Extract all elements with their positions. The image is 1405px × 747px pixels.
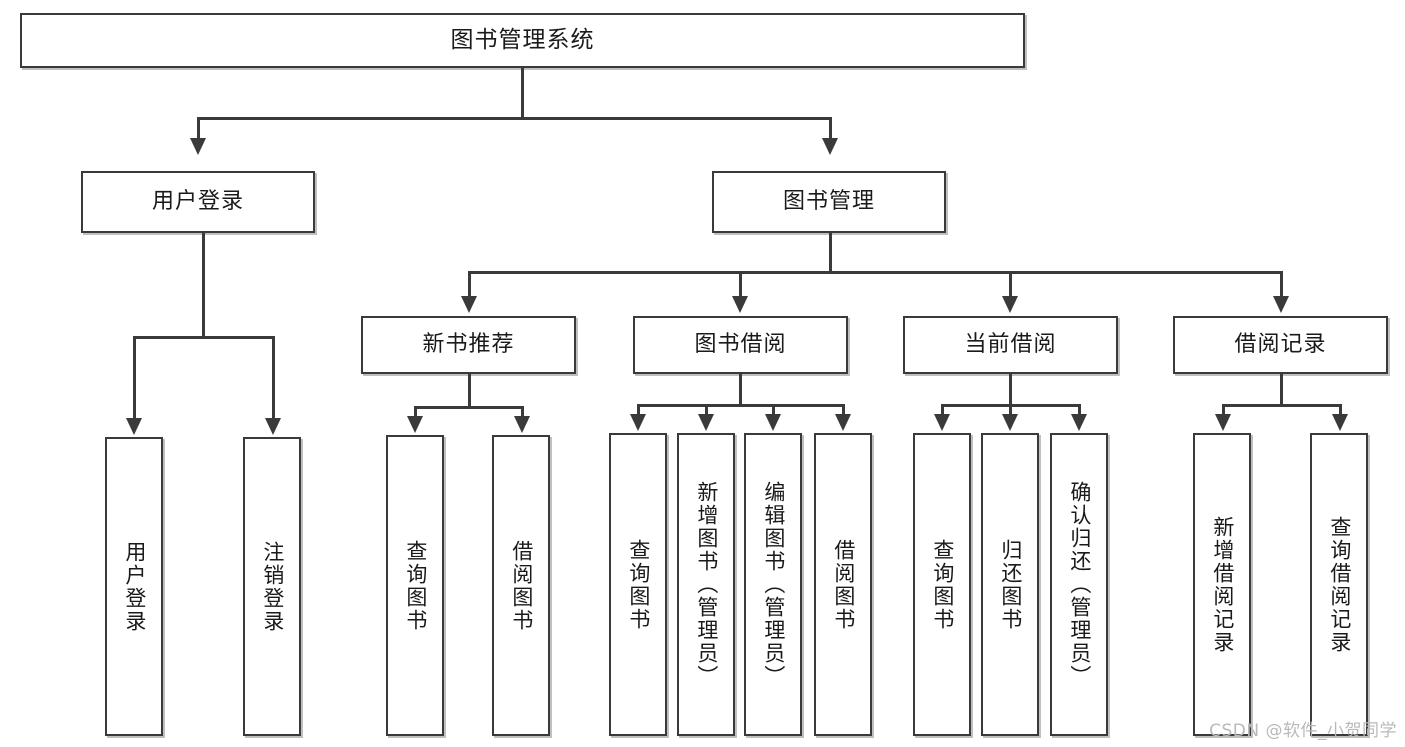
node-root-system[interactable]: 图书管理系统 — [20, 13, 1025, 68]
edge-root-stem — [521, 68, 524, 119]
arrowhead-br-2 — [1332, 414, 1348, 431]
node-label: 图书管理 — [782, 189, 875, 215]
edge-drop-nb-2 — [521, 406, 524, 418]
node-label: 查询图书 — [403, 539, 428, 632]
node-label: 借阅图书 — [831, 538, 856, 631]
leaf-cb-query-book[interactable]: 查询图书 — [913, 433, 971, 736]
leaf-bb-query-book[interactable]: 查询图书 — [609, 433, 667, 736]
node-label: 新增借阅记录 — [1210, 515, 1235, 654]
leaf-nb-borrow-book[interactable]: 借阅图书 — [492, 435, 550, 736]
node-label: 查询图书 — [626, 538, 651, 631]
edge-new-book-bus — [414, 406, 524, 409]
arrowhead-user-login — [190, 138, 206, 155]
edge-drop-current-borrow — [1009, 271, 1012, 298]
edge-drop-br-1 — [1222, 404, 1225, 416]
leaf-cb-confirm-return-admin[interactable]: 确认归还（管理员） — [1050, 433, 1108, 736]
edge-borrow-record-stem — [1280, 374, 1283, 406]
leaf-bb-borrow-book[interactable]: 借阅图书 — [814, 433, 872, 736]
edge-drop-cb-2 — [1009, 404, 1012, 416]
edge-book-borrow-bus — [637, 404, 842, 407]
edge-drop-borrow-record — [1280, 271, 1283, 298]
node-label: 用户登录 — [151, 189, 244, 215]
node-label: 确认归还（管理员） — [1067, 481, 1092, 688]
node-label: 编辑图书（管理员） — [761, 481, 786, 688]
edge-drop-bb-3 — [772, 404, 775, 416]
arrowhead-bb-3 — [765, 414, 781, 431]
node-borrow-record[interactable]: 借阅记录 — [1173, 316, 1388, 374]
arrowhead-book-borrow — [732, 296, 748, 313]
edge-drop-nb-1 — [414, 406, 417, 418]
arrowhead-current-borrow — [1002, 296, 1018, 313]
node-label: 新书推荐 — [422, 332, 515, 358]
arrowhead-new-book — [461, 296, 477, 313]
arrowhead-nb-2 — [514, 416, 530, 433]
edge-drop-bb-2 — [705, 404, 708, 416]
edge-borrow-record-bus — [1222, 404, 1339, 407]
node-label: 图书借阅 — [694, 332, 787, 358]
edge-user-login-bus — [133, 336, 274, 339]
edge-drop-book-manage — [829, 117, 832, 140]
edge-book-manage-stem — [829, 233, 832, 272]
arrowhead-bb-2 — [698, 414, 714, 431]
node-book-management[interactable]: 图书管理 — [712, 171, 946, 233]
arrowhead-cb-1 — [934, 414, 950, 431]
edge-level2-bus — [197, 117, 831, 120]
leaf-bb-add-book-admin[interactable]: 新增图书（管理员） — [677, 433, 735, 736]
node-label: 查询借阅记录 — [1327, 515, 1352, 654]
edge-current-borrow-stem — [1009, 374, 1012, 406]
arrowhead-book-manage — [822, 138, 838, 155]
node-current-borrow[interactable]: 当前借阅 — [903, 316, 1118, 374]
arrowhead-bb-4 — [835, 414, 851, 431]
leaf-nb-query-book[interactable]: 查询图书 — [386, 435, 444, 736]
edge-drop-new-book — [468, 271, 471, 298]
node-user-login[interactable]: 用户登录 — [81, 171, 315, 233]
edge-book-borrow-stem — [739, 374, 742, 406]
edge-drop-leaf-user-login — [133, 336, 136, 420]
node-new-book-recommend[interactable]: 新书推荐 — [361, 316, 576, 374]
edge-drop-cb-1 — [941, 404, 944, 416]
node-label: 当前借阅 — [964, 332, 1057, 358]
arrowhead-cb-2 — [1002, 414, 1018, 431]
leaf-br-query-record[interactable]: 查询借阅记录 — [1310, 433, 1368, 736]
node-label: 新增图书（管理员） — [694, 481, 719, 688]
edge-drop-bb-1 — [637, 404, 640, 416]
edge-drop-book-borrow — [739, 271, 742, 298]
node-label: 借阅记录 — [1234, 332, 1327, 358]
leaf-cb-return-book[interactable]: 归还图书 — [981, 433, 1039, 736]
leaf-logout[interactable]: 注销登录 — [243, 437, 301, 736]
edge-level3-bus — [468, 271, 1282, 274]
node-label: 归还图书 — [998, 538, 1023, 631]
node-label: 图书管理系统 — [450, 27, 595, 54]
csdn-watermark: CSDN @软件_小贺同学 — [1209, 721, 1397, 741]
leaf-bb-edit-book-admin[interactable]: 编辑图书（管理员） — [744, 433, 802, 736]
node-label: 借阅图书 — [509, 539, 534, 632]
leaf-user-login[interactable]: 用户登录 — [105, 437, 163, 736]
edge-drop-br-2 — [1339, 404, 1342, 416]
edge-drop-user-login — [197, 117, 200, 140]
edge-drop-cb-3 — [1078, 404, 1081, 416]
arrowhead-leaf-user-login — [126, 418, 142, 435]
edge-user-login-stem — [202, 233, 205, 336]
node-book-borrow[interactable]: 图书借阅 — [633, 316, 848, 374]
arrowhead-leaf-logout — [265, 418, 281, 435]
node-label: 用户登录 — [122, 540, 147, 633]
edge-drop-bb-4 — [842, 404, 845, 416]
node-label: 查询图书 — [930, 538, 955, 631]
node-label: 注销登录 — [260, 540, 285, 633]
edge-drop-leaf-logout — [272, 336, 275, 420]
arrowhead-bb-1 — [630, 414, 646, 431]
arrowhead-nb-1 — [407, 416, 423, 433]
edge-new-book-stem — [468, 374, 471, 408]
leaf-br-add-record[interactable]: 新增借阅记录 — [1193, 433, 1251, 736]
arrowhead-borrow-record — [1273, 296, 1289, 313]
arrowhead-br-1 — [1215, 414, 1231, 431]
arrowhead-cb-3 — [1071, 414, 1087, 431]
